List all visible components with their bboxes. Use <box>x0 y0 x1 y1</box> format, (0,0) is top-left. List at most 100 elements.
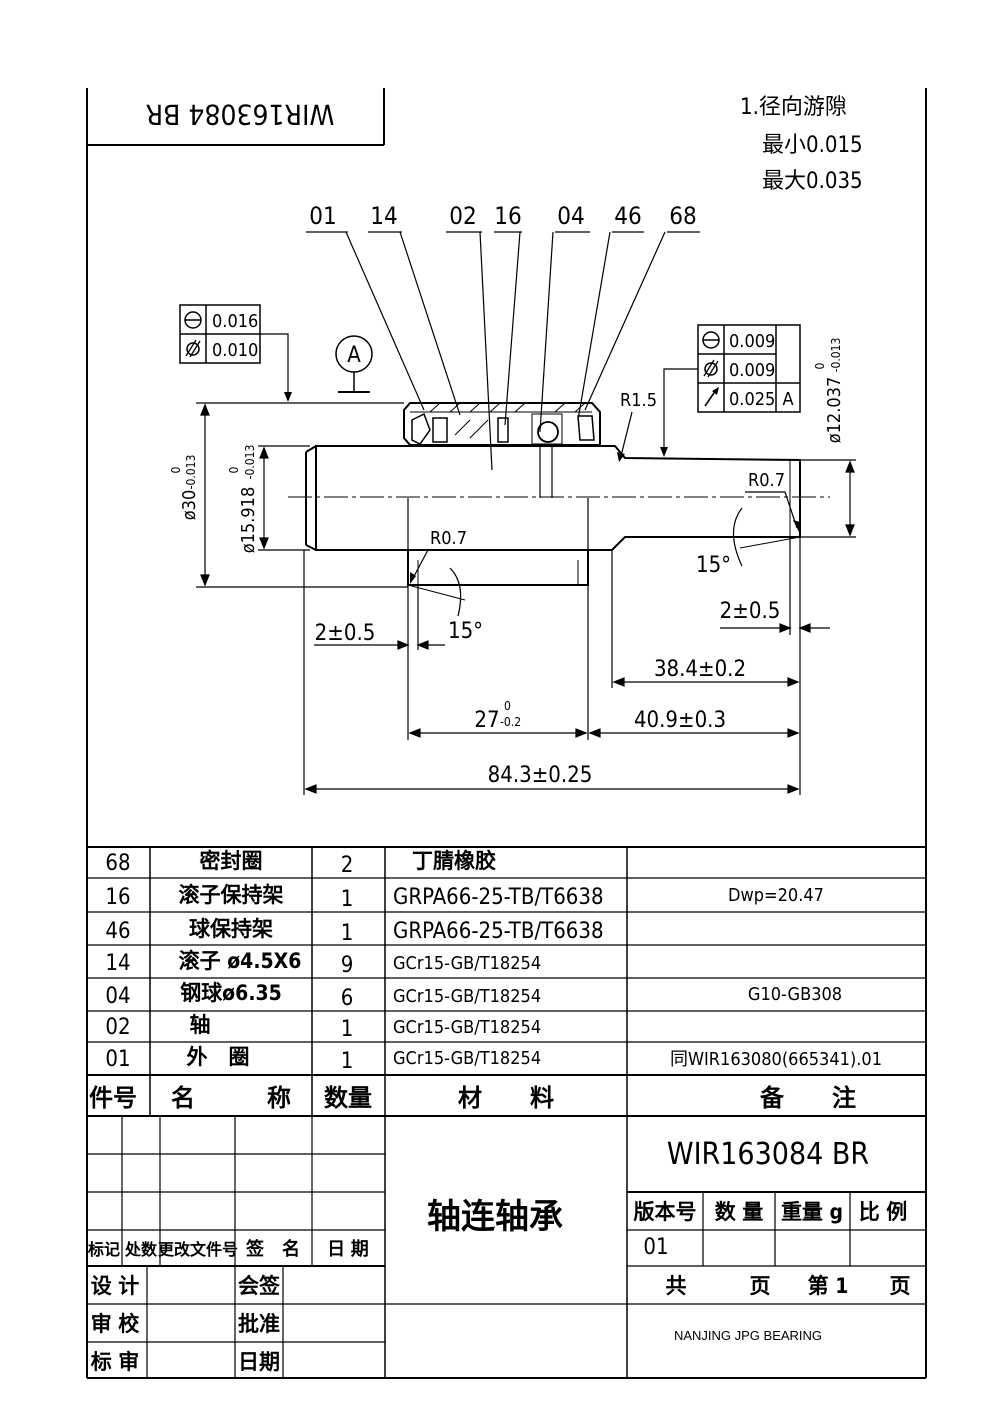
drawing-number: WIR163084 BR <box>667 1137 869 1172</box>
bearing-section <box>288 402 830 586</box>
cylindricity-icon <box>703 359 719 378</box>
tb-weight-label: 重量 g <box>781 1200 843 1224</box>
note-max: 最大0.035 <box>762 169 863 194</box>
balloon-68: 68 <box>669 202 696 230</box>
cylindricity-icon <box>185 339 201 358</box>
note-min: 最小0.015 <box>762 133 863 158</box>
bom-no: 68 <box>105 851 130 876</box>
bom-remark: G10-GB308 <box>748 984 842 1005</box>
tb-version-label: 版本号 <box>634 1200 697 1224</box>
datum-a-label: A <box>347 343 361 368</box>
dim-d15-lower: -0.013 <box>243 445 257 480</box>
bom-material: 丁腈橡胶 <box>412 849 496 873</box>
dim-chamfer-right: 2±0.5 <box>720 599 781 624</box>
dim-d30-upper: 0 <box>169 466 183 473</box>
bom-no: 04 <box>105 984 130 1009</box>
dim-angle-left: 15° <box>448 619 483 644</box>
bom-name: 钢球ø6.35 <box>180 981 282 1005</box>
dim-d30: ø30 <box>179 490 200 521</box>
fcf-left-value-2: 0.010 <box>212 340 258 361</box>
tb-design: 设 计 <box>91 1274 140 1298</box>
fcf-right-value-3: 0.025 <box>729 389 775 410</box>
fcf-right: 0.009 0.009 0.025 A <box>660 324 801 457</box>
bom-qty: 1 <box>341 1049 354 1074</box>
bom-material: GCr15-GB/T18254 <box>393 986 541 1007</box>
company-name: NANJING JPG BEARING <box>674 1328 822 1343</box>
circularity-icon <box>184 311 202 329</box>
bom-remark: Dwp=20.47 <box>728 885 824 906</box>
diameter-dim-right <box>800 459 856 538</box>
bom-header-name: 名 称 <box>171 1084 291 1112</box>
bom-row: 14 滚子 ø4.5X6 9 GCr15-GB/T18254 <box>105 949 541 978</box>
dim-length-38-4: 38.4±0.2 <box>654 657 746 682</box>
bom-no: 46 <box>105 919 130 944</box>
bom-header-remark: 备 注 <box>759 1084 856 1112</box>
bom-qty: 2 <box>341 853 354 878</box>
dim-chamfer-left: 2±0.5 <box>315 621 376 646</box>
tb-std: 标 审 <box>91 1350 140 1374</box>
balloon-02: 02 <box>449 202 476 230</box>
bom-material: GCr15-GB/T18254 <box>393 953 541 974</box>
tb-scale-label: 比 例 <box>859 1200 908 1224</box>
tb-version-value: 01 <box>643 1235 668 1260</box>
bom-remark: 同WIR163080(665341).01 <box>670 1049 882 1070</box>
bom-table <box>87 846 926 1117</box>
dim-d12-lower: -0.013 <box>829 338 843 373</box>
bom-no: 02 <box>105 1015 130 1040</box>
tb-approve: 批准 <box>238 1312 280 1336</box>
dim-r15: R1.5 <box>620 390 657 411</box>
balloon-labels: 01 14 02 16 04 46 68 <box>309 202 696 230</box>
tb-date-label: 日 期 <box>327 1239 369 1260</box>
balloon-04: 04 <box>557 202 584 230</box>
bom-row: 01 外 圈 1 GCr15-GB/T18254 同WIR163080(6653… <box>105 1045 882 1074</box>
bom-material: GRPA66-25-TB/T6638 <box>393 885 604 910</box>
bom-name: 滚子保持架 <box>179 883 284 907</box>
balloon-46: 46 <box>614 202 641 230</box>
fcf-right-datum: A <box>782 389 793 410</box>
tb-cosign: 会签 <box>238 1274 281 1298</box>
bom-name: 密封圈 <box>200 849 263 873</box>
fcf-right-value-2: 0.009 <box>729 360 775 381</box>
diameter-dims-left <box>196 402 408 588</box>
bom-header-material: 材 料 <box>458 1084 554 1112</box>
balloon-16: 16 <box>494 202 521 230</box>
bom-qty: 9 <box>341 953 354 978</box>
bom-row: 04 钢球ø6.35 6 GCr15-GB/T18254 G10-GB308 <box>105 981 842 1011</box>
bom-material: GCr15-GB/T18254 <box>393 1048 541 1069</box>
length-dims <box>303 537 830 795</box>
bom-material: GCr15-GB/T18254 <box>393 1017 541 1038</box>
tb-total-label: 共 <box>666 1274 687 1298</box>
tb-rev-label: 标记 <box>87 1240 120 1259</box>
bom-header-qty: 数量 <box>324 1084 372 1112</box>
dim-length-27-lower: -0.2 <box>500 715 521 729</box>
part-number-flipped: WIR163084 BR <box>146 98 335 131</box>
drawing-frame <box>86 88 927 1379</box>
fcf-left: 0.016 0.010 <box>179 304 292 402</box>
note-radial-clearance: 1.径向游隙 <box>740 95 847 120</box>
bom-qty: 1 <box>341 887 354 912</box>
tb-qty-label: 数 量 <box>715 1200 764 1224</box>
bom-qty: 6 <box>341 986 354 1011</box>
tb-doc-label: 更改文件号 <box>158 1240 238 1259</box>
balloon-14: 14 <box>370 202 397 230</box>
dim-r07-right: R0.7 <box>748 470 785 491</box>
tb-sheet-page: 页 <box>890 1274 911 1298</box>
dim-length-27-upper: 0 <box>504 699 511 713</box>
tb-zone-label: 处数 <box>124 1240 158 1259</box>
tb-sheet-label: 第 1 <box>808 1274 849 1298</box>
bom-no: 14 <box>105 951 130 976</box>
tb-sign-label: 签 名 <box>245 1238 300 1260</box>
dim-length-40-9: 40.9±0.3 <box>634 708 726 733</box>
bom-name: 球保持架 <box>189 917 273 941</box>
leader-lines <box>306 231 700 471</box>
dim-angle-right: 15° <box>696 553 731 578</box>
fcf-left-value-1: 0.016 <box>212 311 258 332</box>
dim-r07-left: R0.7 <box>430 528 467 549</box>
runout-icon <box>704 387 719 407</box>
tb-date2: 日期 <box>238 1350 280 1374</box>
datum-a-symbol: A <box>335 335 373 393</box>
bom-qty: 1 <box>341 1017 354 1042</box>
bom-header-no: 件号 <box>89 1084 137 1112</box>
tb-page-label: 页 <box>750 1274 771 1298</box>
